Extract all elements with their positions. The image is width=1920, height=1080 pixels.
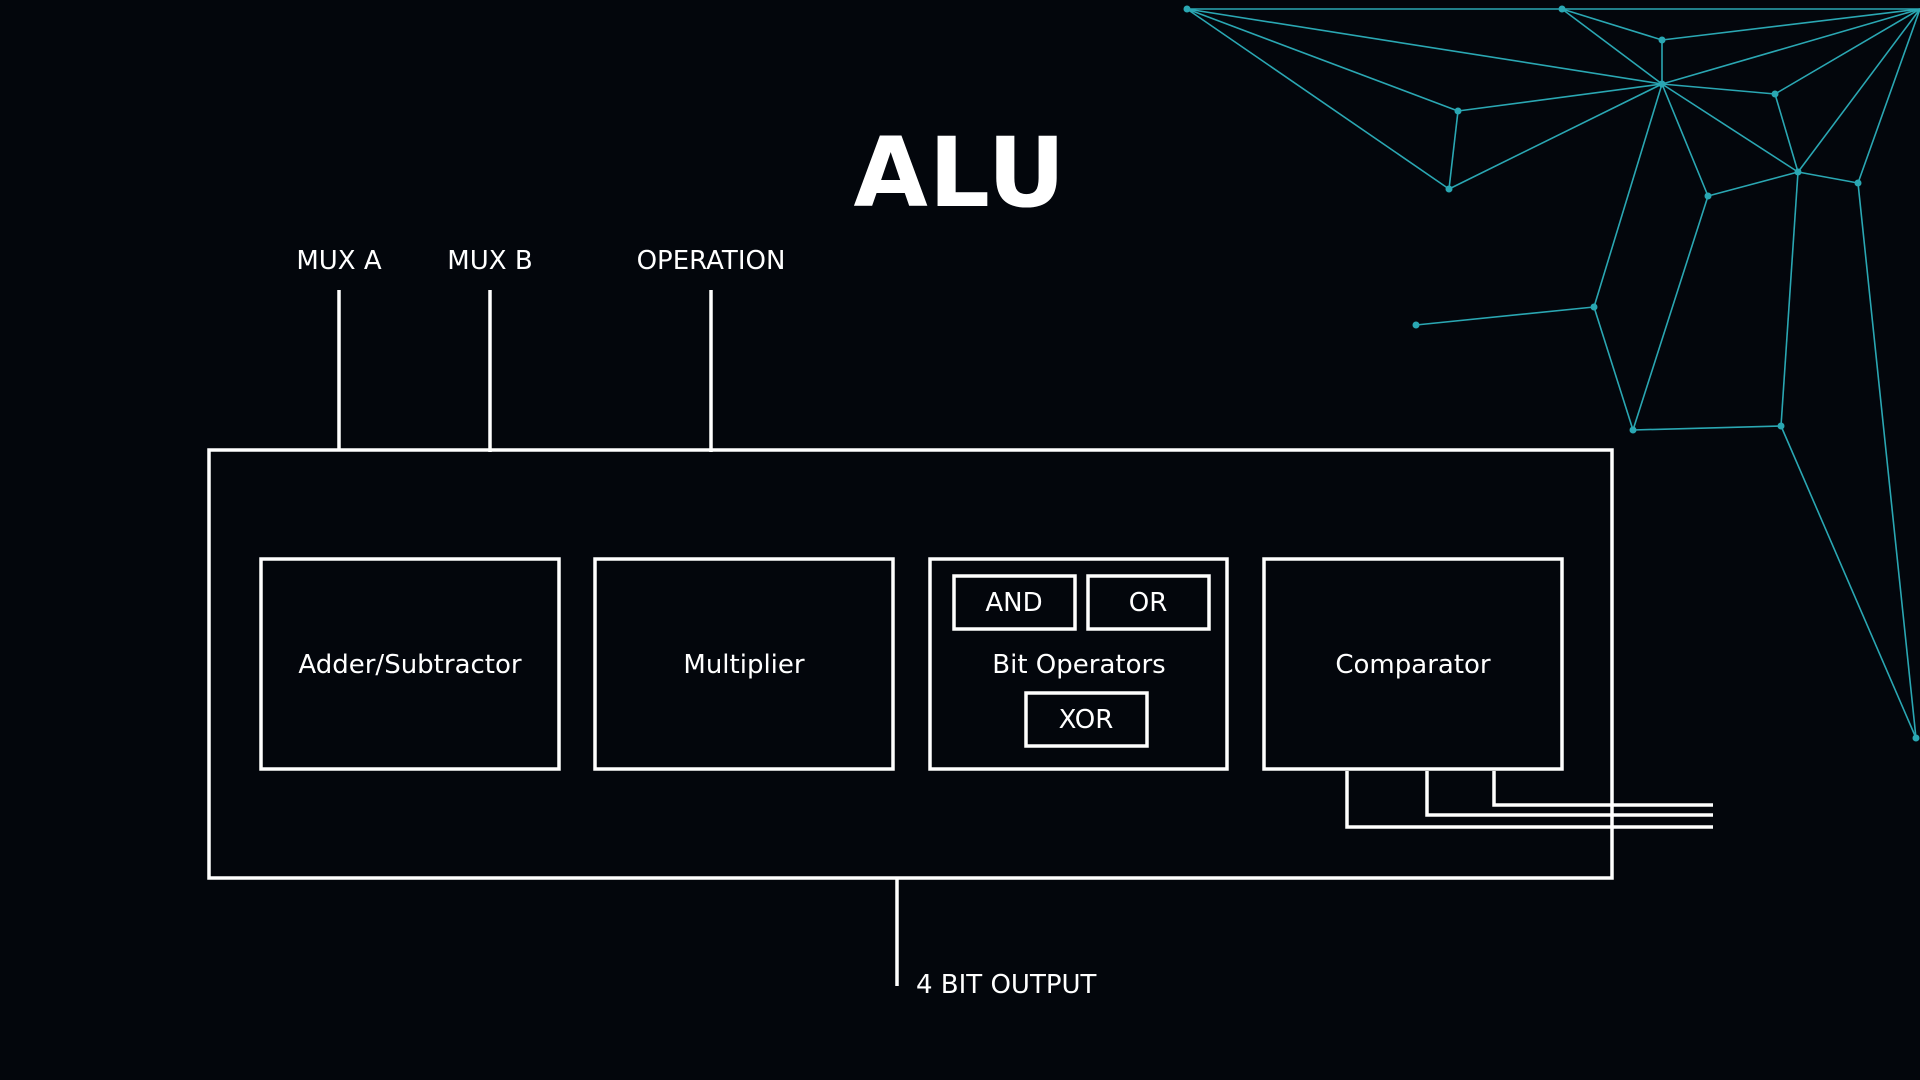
comparator-box [1262,557,1564,771]
bit-operators-label: Bit Operators [992,650,1166,680]
multiplier-box [593,557,895,771]
multiplier-label: Multiplier [683,650,805,680]
slide-title: ALU [853,117,1067,229]
comparator-out-3 [1492,771,1713,807]
adder-subtractor-label: Adder/Subtractor [298,650,522,680]
bit-operators-box [928,557,1229,771]
mux-a-label: MUX A [296,246,382,276]
comparator-out-1 [1345,771,1713,829]
comparator-out-2 [1425,771,1713,817]
and-label: AND [985,588,1043,618]
xor-label: XOR [1058,705,1114,735]
operation-label: OPERATION [636,246,786,276]
and-box [952,574,1077,631]
mux-b-label: MUX B [447,246,533,276]
alu-outer-box [207,448,1614,880]
or-box [1086,574,1211,631]
adder-box [259,557,561,771]
comparator-label: Comparator [1335,650,1491,680]
output-label: 4 BIT OUTPUT [916,970,1097,1000]
or-label: OR [1128,588,1168,618]
xor-box [1024,691,1149,748]
